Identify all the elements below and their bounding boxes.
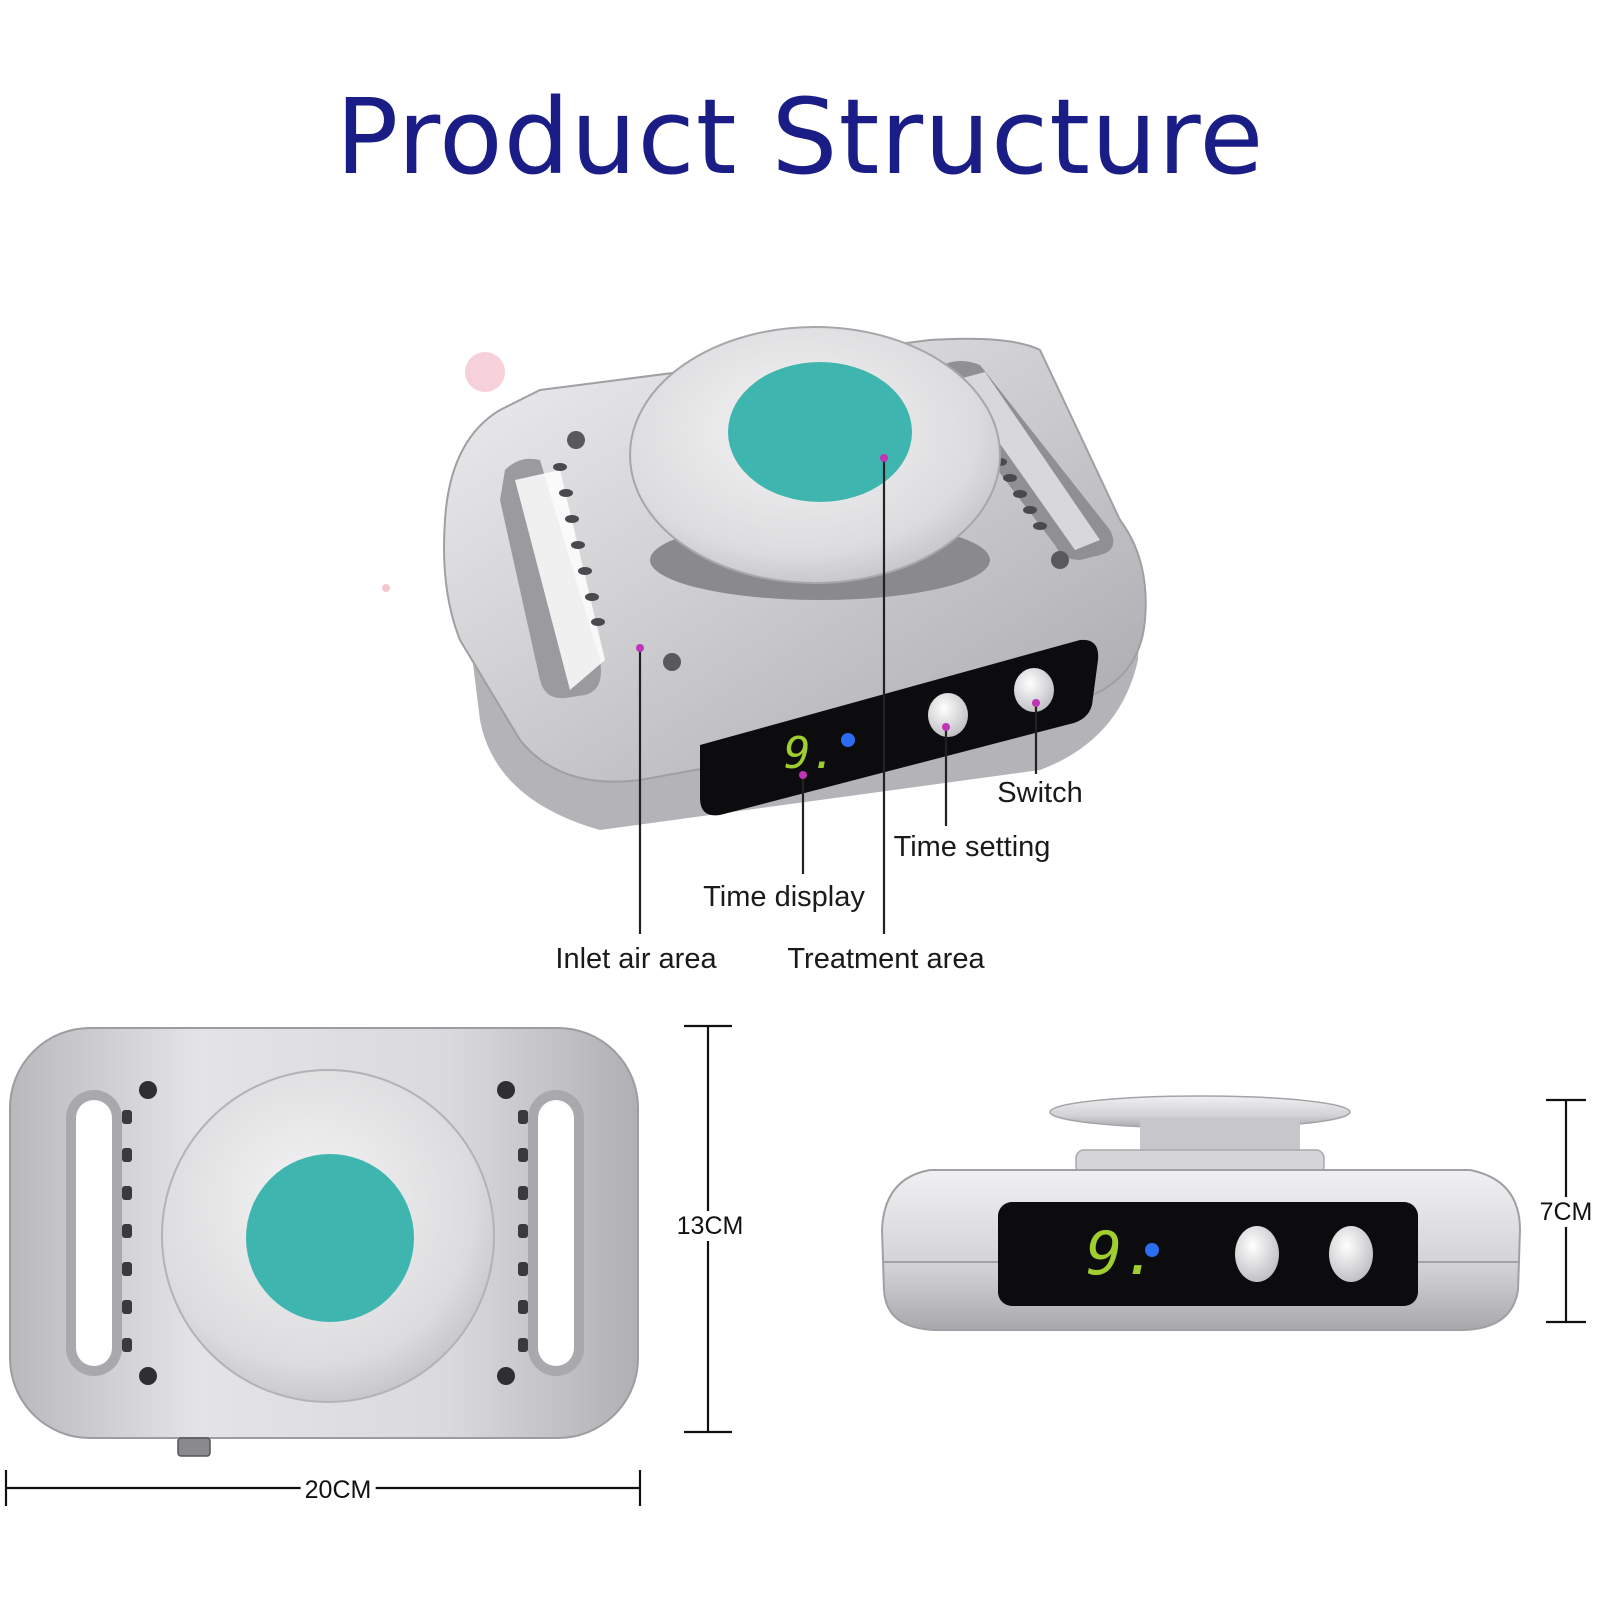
side-view-time-button [1235, 1226, 1279, 1282]
dimension-thickness-label: 7CM [1535, 1197, 1597, 1227]
left-air-vents [553, 463, 605, 626]
callout-treatment-area: Treatment area [787, 943, 985, 975]
top-view-treatment-pad [246, 1154, 414, 1322]
side-view-display-digit: 9. [1086, 1219, 1158, 1289]
left-handle-slot-inner [515, 470, 605, 690]
dimension-height-label: 13CM [672, 1211, 748, 1241]
treatment-pad [728, 362, 912, 502]
dimension-width-label: 20CM [300, 1475, 376, 1505]
side-view-control-panel [998, 1202, 1418, 1306]
control-panel [700, 639, 1099, 816]
device-side-view: 9. [880, 1095, 1522, 1331]
display-digit: 9. [784, 728, 837, 779]
side-view-switch-button [1329, 1226, 1373, 1282]
callout-inlet-air-area: Inlet air area [555, 943, 717, 975]
decor-petal [465, 352, 505, 392]
device-top-view [9, 1027, 639, 1457]
decor-petal [382, 584, 390, 592]
indicator-led [841, 733, 855, 747]
side-view-indicator-led [1145, 1243, 1159, 1257]
callout-time-display: Time display [703, 881, 865, 913]
top-view-left-vents [122, 1110, 132, 1352]
callout-switch: Switch [997, 777, 1083, 809]
device-perspective-view: 9. [382, 326, 1147, 830]
callout-time-setting: Time setting [893, 831, 1051, 863]
page-title: Product Structure [335, 76, 1265, 198]
switch-button [1014, 668, 1054, 712]
power-connector [177, 1437, 211, 1457]
time-setting-button [928, 693, 968, 737]
callout-leaders [638, 458, 1038, 934]
top-view-right-vents [518, 1110, 528, 1352]
callout-dots [636, 454, 1040, 779]
top-view-screw-holes [139, 1081, 515, 1385]
